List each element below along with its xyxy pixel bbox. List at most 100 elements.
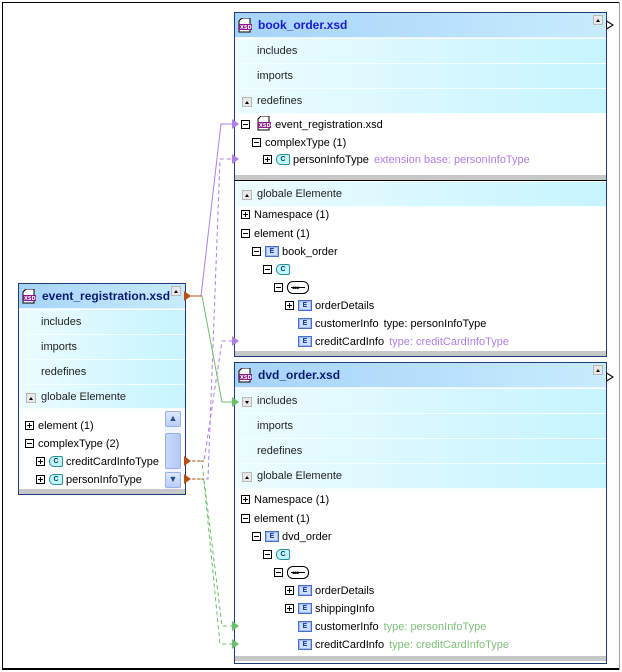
tree-row-sequence[interactable] (274, 564, 309, 582)
expand-box-arrow[interactable] (606, 372, 614, 382)
section-includes[interactable]: includes (19, 310, 185, 335)
collapse-icon[interactable] (241, 228, 250, 238)
collapse-box-button[interactable] (171, 286, 181, 296)
collapse-section-button[interactable] (242, 472, 252, 482)
scroll-thumb[interactable] (165, 433, 181, 469)
section-imports[interactable]: imports (235, 414, 606, 439)
collapse-icon[interactable] (274, 282, 283, 292)
expand-icon[interactable] (285, 300, 294, 310)
element-icon: E (298, 299, 312, 311)
expand-icon[interactable] (241, 209, 250, 219)
section-imports[interactable]: imports (235, 64, 606, 89)
svg-text:XSD: XSD (240, 375, 252, 381)
collapse-icon[interactable] (274, 567, 283, 577)
scroll-up-button[interactable]: ▲ (165, 411, 181, 427)
section-globale-elemente[interactable]: globale Elemente (235, 464, 606, 489)
expand-box-arrow[interactable] (606, 20, 614, 30)
collapse-box-button[interactable] (593, 15, 603, 25)
section-redefines[interactable]: redefines (235, 439, 606, 464)
expand-icon[interactable] (285, 585, 294, 595)
section-label: redefines (257, 95, 303, 107)
collapse-icon[interactable] (241, 513, 250, 523)
tree-row-complex-anon[interactable]: C (263, 261, 293, 279)
connector-target-includes[interactable] (232, 397, 239, 407)
tree-row-complex-anon[interactable]: C (263, 546, 293, 564)
connector-target-creditcardinfo[interactable] (232, 336, 239, 346)
section-redefines[interactable]: redefines (19, 360, 185, 385)
expand-icon[interactable] (25, 420, 34, 430)
schema-box-book-order[interactable]: XSD book_order.xsd includes imports rede… (234, 12, 607, 357)
tree-row-element[interactable]: element (1) (241, 510, 310, 528)
collapse-icon[interactable] (25, 438, 34, 448)
connector-target-personinfotype[interactable] (232, 154, 239, 164)
expand-section-button[interactable] (242, 397, 252, 407)
collapse-icon[interactable] (263, 264, 272, 274)
collapse-icon[interactable] (252, 246, 261, 256)
collapse-icon[interactable] (252, 137, 261, 147)
schema-box-header[interactable]: XSD event_registration.xsd (19, 284, 185, 309)
expand-icon[interactable] (263, 154, 272, 164)
section-label: includes (257, 45, 298, 57)
tree-row-complextype[interactable]: complexType (1) (252, 134, 346, 152)
section-globale-elemente[interactable]: globale Elemente (19, 385, 185, 409)
section-includes[interactable]: includes (235, 39, 606, 64)
collapse-icon[interactable] (252, 531, 261, 541)
section-includes[interactable]: includes (235, 389, 606, 414)
collapse-icon[interactable] (241, 119, 250, 129)
tree-row-namespace[interactable]: Namespace (1) (241, 206, 329, 224)
section-globale-elemente[interactable]: globale Elemente (235, 182, 606, 207)
tree-row-redefined-file[interactable]: XSD event_registration.xsd (241, 115, 383, 134)
expand-icon[interactable] (36, 474, 45, 484)
collapse-section-button[interactable] (26, 393, 36, 403)
element-icon: E (265, 530, 279, 542)
type-hint: type: personInfoType (383, 318, 487, 330)
schema-box-header[interactable]: XSD book_order.xsd (235, 13, 606, 38)
vertical-scrollbar[interactable]: ▲ ▼ (165, 411, 181, 489)
tree-row-namespace[interactable]: Namespace (1) (241, 491, 329, 509)
type-hint: type: creditCardInfoType (389, 639, 509, 651)
tree-row-sequence[interactable] (274, 279, 309, 297)
expand-icon[interactable] (36, 456, 45, 466)
section-divider[interactable] (235, 175, 606, 181)
tree-row-element[interactable]: element (1) (25, 417, 94, 435)
collapse-icon[interactable] (263, 549, 272, 559)
expand-icon[interactable] (285, 603, 294, 613)
section-imports[interactable]: imports (19, 335, 185, 360)
connector-target-redefined-file[interactable] (232, 119, 239, 129)
section-redefines[interactable]: redefines (235, 89, 606, 114)
svg-text:XSD: XSD (240, 25, 252, 31)
type-hint: type: personInfoType (383, 621, 487, 633)
schema-box-dvd-order[interactable]: XSD dvd_order.xsd includes imports redef… (234, 362, 607, 664)
connector-target-creditcardinfo[interactable] (232, 639, 239, 649)
collapse-section-button[interactable] (242, 97, 252, 107)
row-label: element (1) (254, 228, 310, 240)
schema-box-event-registration[interactable]: XSD event_registration.xsd includes impo… (18, 283, 186, 495)
tree-row-element[interactable]: element (1) (241, 225, 310, 243)
connector-handle-creditcardinfotype[interactable] (184, 456, 191, 466)
expand-icon[interactable] (241, 494, 250, 504)
schema-box-header[interactable]: XSD dvd_order.xsd (235, 363, 606, 388)
scroll-down-button[interactable]: ▼ (165, 472, 181, 488)
connector-handle-personinfotype[interactable] (184, 474, 191, 484)
collapse-section-button[interactable] (242, 190, 252, 200)
sequence-icon (287, 279, 309, 297)
connector-target-customerinfo[interactable] (232, 621, 239, 631)
row-label: element (1) (254, 513, 310, 525)
tree-row-complextype[interactable]: complexType (2) (25, 435, 119, 453)
connector-handle-file[interactable] (184, 291, 191, 301)
collapse-box-button[interactable] (593, 365, 603, 375)
xsd-file-icon: XSD (238, 368, 252, 383)
section-label: globale Elemente (257, 188, 343, 200)
